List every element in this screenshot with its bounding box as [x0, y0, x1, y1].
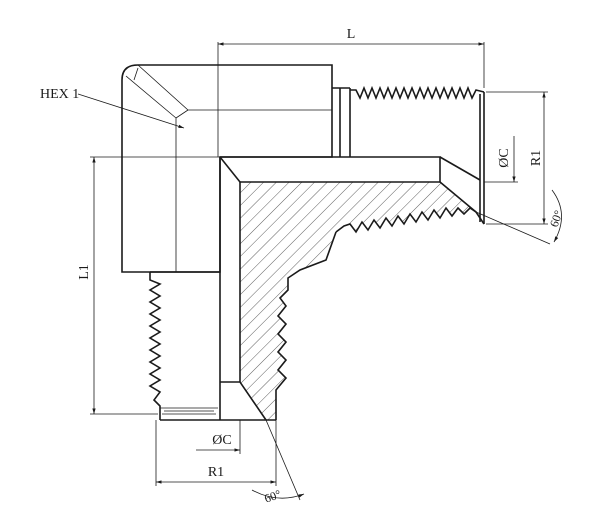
hex-label: HEX 1	[40, 87, 79, 102]
dim-label-R1-bottom: R1	[208, 465, 224, 480]
dim-label-R1-right: R1	[529, 150, 544, 166]
dim-label-C-bottom: ØC	[212, 433, 231, 448]
dimension-R1-bottom: R1	[155, 420, 277, 486]
dimension-L1: L1	[77, 156, 220, 415]
dimension-L: L	[217, 27, 485, 157]
dimension-angle-bottom: 60°	[251, 419, 305, 506]
dimension-R1-right: R1	[486, 91, 548, 225]
dimension-C-right: ØC	[484, 136, 518, 183]
dimension-C-bottom: ØC	[196, 420, 241, 454]
dim-label-L: L	[347, 27, 356, 42]
dimension-angle-right: 60°	[475, 189, 566, 245]
dim-label-angle-right: 60°	[547, 208, 566, 229]
bottom-thread	[148, 271, 220, 421]
dim-label-C-right: ØC	[497, 148, 512, 167]
dim-label-L1: L1	[77, 264, 92, 280]
dim-label-angle-bottom: 60°	[262, 487, 283, 506]
hex-leader: HEX 1	[40, 87, 185, 129]
section-cut	[219, 156, 481, 421]
